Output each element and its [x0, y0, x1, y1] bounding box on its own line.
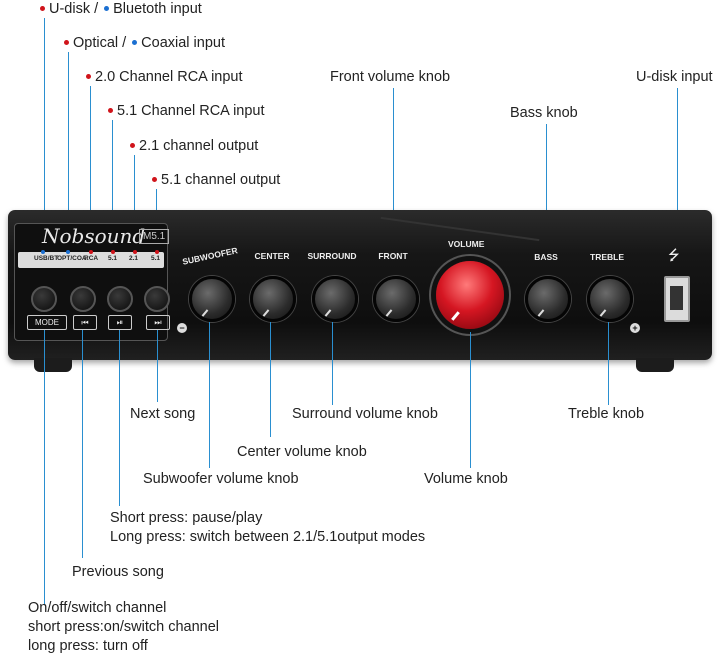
- label-output-21: 2.1 channel output: [130, 137, 258, 155]
- knob-label-surround: SURROUND: [307, 251, 357, 261]
- leader-line: [82, 330, 83, 558]
- label-subwoofer-knob: Subwoofer volume knob: [143, 471, 299, 487]
- indicator-led: [155, 250, 159, 254]
- label-front-knob: Front volume knob: [330, 69, 451, 85]
- mode-power-button[interactable]: [31, 286, 57, 312]
- red-dot-icon: [86, 73, 91, 79]
- indicator-out-51: 5.1: [151, 255, 161, 262]
- brand-logo: Nobsound: [42, 224, 146, 248]
- leader-line: [134, 155, 135, 255]
- indicator-usb-bt: USB/BT: [34, 255, 59, 262]
- plus-icon: +: [630, 323, 640, 333]
- model-badge: M5.1: [139, 229, 170, 244]
- indicator-led: [111, 250, 115, 254]
- blue-dot-icon: [104, 5, 110, 11]
- label-center-knob: Center volume knob: [237, 444, 367, 460]
- mode-button-label: MODE: [27, 315, 67, 330]
- next-song-button[interactable]: [144, 286, 170, 312]
- subwoofer-knob[interactable]: [189, 276, 235, 322]
- leader-line: [119, 330, 120, 506]
- minus-icon: −: [177, 323, 187, 333]
- label-output-51: 5.1 channel output: [152, 171, 280, 189]
- leader-line: [470, 332, 471, 468]
- knob-label-volume: VOLUME: [448, 239, 485, 249]
- leader-line: [90, 86, 91, 258]
- center-knob[interactable]: [250, 276, 296, 322]
- device-foot: [34, 358, 72, 372]
- leader-line: [44, 330, 45, 605]
- control-panel-left: [14, 223, 168, 341]
- indicator-opt-coa: OPT/COA: [57, 255, 87, 262]
- indicator-led: [66, 250, 70, 254]
- red-dot-icon: [64, 39, 69, 45]
- label-treble-knob: Treble knob: [568, 406, 645, 422]
- device-foot: [636, 358, 674, 372]
- label-optical-coaxial: Optical/Coaxial input: [64, 34, 225, 52]
- knob-label-bass: BASS: [534, 252, 558, 262]
- leader-line: [608, 322, 609, 405]
- label-play-pause: Short press: pause/play: [110, 510, 263, 526]
- leader-line: [332, 322, 333, 405]
- previous-song-button[interactable]: [70, 286, 96, 312]
- next-icon: ⏭: [146, 315, 170, 330]
- label-power-2: short press:on/switch channel: [28, 619, 220, 635]
- treble-knob[interactable]: [587, 276, 633, 322]
- label-volume-knob: Volume knob: [424, 471, 508, 487]
- label-power-1: On/off/switch channel: [28, 600, 167, 616]
- indicator-rca-51: 5.1: [108, 255, 118, 262]
- label-surround-knob: Surround volume knob: [292, 406, 438, 422]
- leader-line: [270, 322, 271, 437]
- leader-line: [157, 330, 158, 402]
- play-pause-button[interactable]: [107, 286, 133, 312]
- red-dot-icon: [108, 107, 113, 113]
- surround-knob[interactable]: [312, 276, 358, 322]
- leader-line: [44, 18, 45, 258]
- indicator-rca: RCA: [84, 255, 99, 262]
- label-udisk-input: U-disk input: [636, 69, 713, 85]
- label-udisk-bluetooth: U-disk/Bluetoth input: [40, 0, 202, 18]
- label-bass-knob: Bass knob: [510, 105, 578, 121]
- knob-label-center: CENTER: [254, 251, 290, 261]
- input-indicator-strip: [18, 252, 164, 268]
- label-power-3: long press: turn off: [28, 638, 148, 654]
- leader-line: [112, 120, 113, 258]
- label-rca-20: 2.0 Channel RCA input: [86, 68, 243, 86]
- label-rca-51: 5.1 Channel RCA input: [108, 102, 265, 120]
- knob-label-treble: TREBLE: [590, 252, 624, 262]
- leader-line: [393, 88, 394, 248]
- usb-port[interactable]: [664, 276, 690, 322]
- bass-knob[interactable]: [525, 276, 571, 322]
- leader-line: [209, 322, 210, 468]
- indicator-led: [133, 250, 137, 254]
- leader-line: [677, 88, 678, 244]
- red-dot-icon: [130, 142, 135, 148]
- indicator-led: [89, 250, 93, 254]
- leader-line: [68, 52, 69, 258]
- knob-label-front: FRONT: [378, 251, 408, 261]
- label-play-pause-long: Long press: switch between 2.1/5.1output…: [110, 529, 426, 545]
- play-pause-icon: ⏯: [108, 315, 132, 330]
- label-next-song: Next song: [130, 406, 196, 422]
- blue-dot-icon: [132, 39, 138, 45]
- previous-icon: ⏮: [73, 315, 97, 330]
- volume-knob[interactable]: [436, 261, 504, 329]
- usb-icon: ⭍: [668, 247, 680, 263]
- leader-line: [546, 124, 547, 246]
- red-dot-icon: [152, 176, 157, 182]
- red-dot-icon: [40, 5, 45, 11]
- label-previous-song: Previous song: [72, 564, 164, 580]
- indicator-out-21: 2.1: [129, 255, 139, 262]
- indicator-led: [41, 250, 45, 254]
- front-knob[interactable]: [373, 276, 419, 322]
